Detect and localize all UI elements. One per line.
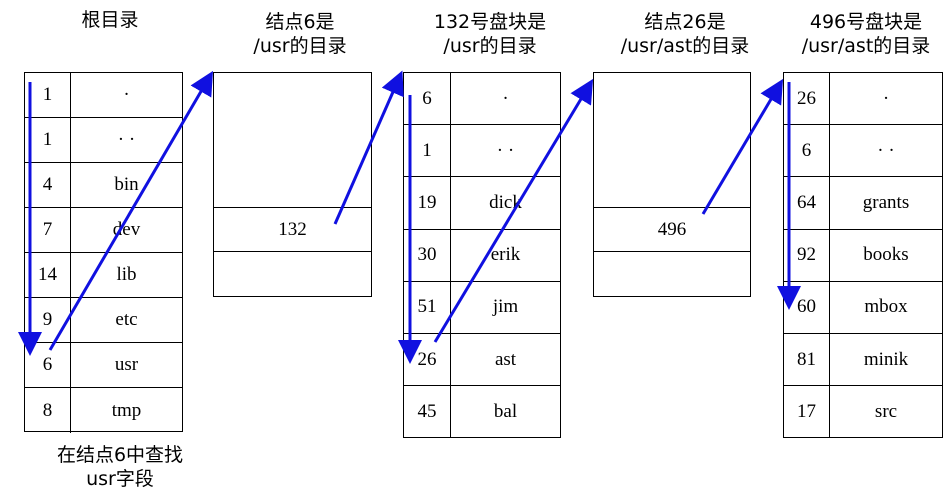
- root-dir-inode-number: 6: [25, 343, 71, 387]
- root-dir-row: 1 · ·: [25, 118, 182, 163]
- block496-row: 6 · ·: [784, 125, 942, 178]
- root-dir-row: 1·: [25, 73, 182, 118]
- root-dir-entry-name: dev: [112, 219, 141, 240]
- block132-entry-name: ·: [502, 87, 509, 109]
- root-dir-inode-number: 1: [25, 118, 71, 162]
- block132-inode-number: 6: [404, 73, 451, 125]
- block496-row: 60 mbox: [784, 281, 942, 334]
- root-dir-inode-number: 1: [25, 73, 71, 117]
- block496-entry-name: books: [863, 244, 909, 266]
- inode6-to-block132-arrow: [333, 70, 404, 225]
- block132-entry-name: erik: [490, 244, 521, 266]
- inode6-block-pointer: 132: [214, 208, 371, 252]
- root-dir-row: 4 bin: [25, 163, 182, 208]
- root-dir-inode-number: 7: [25, 208, 71, 252]
- root-to-inode6-arrow: [48, 70, 214, 351]
- root-dir-entry-name: etc: [115, 309, 138, 330]
- block132-inode-number: 26: [404, 334, 451, 386]
- block496-inode-number: 60: [784, 281, 830, 333]
- block132-entry-name: dick: [489, 191, 522, 213]
- block496-inode-number: 6: [784, 125, 830, 177]
- block496-inode-number: 17: [784, 386, 830, 439]
- block496-row: 81 minik: [784, 334, 942, 387]
- root-dir-row: 9 etc: [25, 298, 182, 343]
- root-dir-entry-name: bin: [114, 174, 139, 195]
- block132-to-inode26-arrow: [433, 78, 594, 343]
- inode26-row-top: [594, 73, 750, 208]
- block132-inode-number: 45: [404, 386, 451, 439]
- root-dir-entry-name: lib: [116, 264, 137, 285]
- block496-entry-name: minik: [863, 348, 909, 370]
- block132-inode-number: 1: [404, 125, 451, 177]
- block132-caption: 132号盘块是 /usr的目录: [433, 11, 547, 57]
- root-dir-row: 6 usr: [25, 343, 182, 388]
- block132-entry-name: jim: [492, 296, 519, 318]
- inode26-box: 496: [593, 72, 751, 297]
- block496-table: 26 · 6 · · 64 grants 92 books 60 mbox 81 minik 17 src: [783, 72, 943, 439]
- block496-row: 64 grants: [784, 177, 942, 230]
- root-dir-entry-name: ·: [123, 84, 130, 105]
- block496-row: 26 ·: [784, 73, 942, 126]
- block132-inode-number: 19: [404, 177, 451, 229]
- root-dir-inode-number: 9: [25, 298, 71, 342]
- block496-entry-name: mbox: [864, 296, 908, 318]
- inode6-caption: 结点6是 /usr的目录: [253, 11, 347, 57]
- root-dir-row: 8 tmp: [25, 388, 182, 433]
- root-directory-caption: 根目录: [81, 9, 139, 31]
- root-dir-entry-name: usr: [114, 354, 139, 375]
- block496-entry-name: · ·: [877, 139, 895, 161]
- root-dir-inode-number: 4: [25, 163, 71, 207]
- block496-entry-name: ·: [882, 87, 890, 109]
- block132-row: 26 ast: [404, 334, 560, 387]
- block132-row: 19 dick: [404, 177, 560, 230]
- block132-row: 6·: [404, 73, 560, 126]
- root-dir-entry-name: · ·: [117, 129, 136, 150]
- search-note-caption: 在结点6中查找 usr字段: [56, 444, 184, 490]
- block496-row: 17 src: [784, 386, 942, 439]
- root-dir-entry-name: tmp: [111, 399, 142, 421]
- block496-inode-number: 64: [784, 177, 830, 229]
- block132-row: 1 · ·: [404, 125, 560, 178]
- block132-entry-name: · ·: [496, 139, 515, 161]
- root-dir-inode-number: 8: [25, 388, 71, 433]
- inode26-caption: 结点26是 /usr/ast的目录: [620, 11, 750, 57]
- block496-inode-number: 92: [784, 229, 830, 281]
- block496-caption: 496号盘块是 /usr/ast的目录: [801, 11, 931, 57]
- root-dir-inode-number: 14: [25, 253, 71, 297]
- root-dir-row: 14 lib: [25, 253, 182, 298]
- block132-inode-number: 30: [404, 229, 451, 281]
- block132-row: 45 bal: [404, 386, 560, 439]
- block132-entry-name: ast: [494, 348, 517, 370]
- block132-entry-name: bal: [493, 401, 518, 423]
- inode26-to-block496-arrow: [701, 78, 784, 215]
- inode6-row-top: [214, 73, 371, 208]
- root-dir-row: 7 dev: [25, 208, 182, 253]
- block496-inode-number: 81: [784, 334, 830, 386]
- block132-row: 30 erik: [404, 229, 560, 282]
- block496-entry-name: src: [874, 401, 898, 423]
- block496-row: 92 books: [784, 229, 942, 282]
- block132-row: 51 jim: [404, 281, 560, 334]
- block132-inode-number: 51: [404, 281, 451, 333]
- block496-inode-number: 26: [784, 73, 830, 125]
- inode6-box: 132: [213, 72, 372, 297]
- block496-entry-name: grants: [862, 191, 910, 213]
- inode26-block-pointer: 496: [594, 208, 750, 252]
